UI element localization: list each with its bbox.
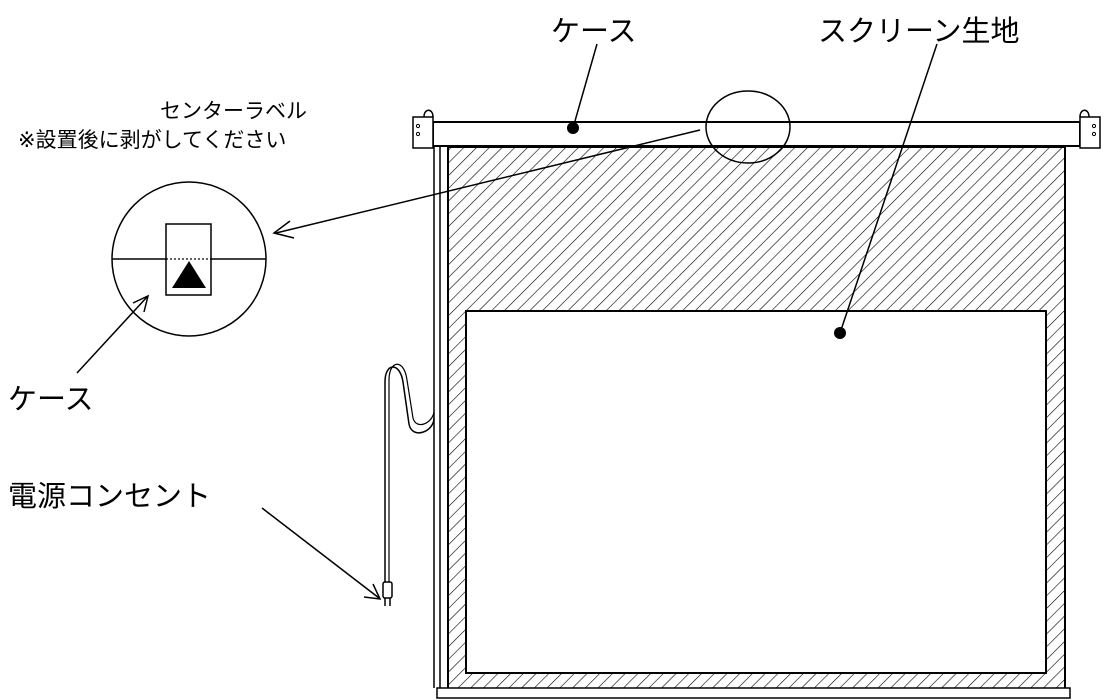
case-right-hook [1079,109,1090,118]
bracket-hole [1091,131,1097,137]
bracket-hole [415,123,421,129]
bracket-hole [1091,123,1097,129]
outlet-arrow [261,507,382,600]
bracket-hole [415,131,421,137]
center-label-title: センターラベル [160,99,307,123]
center-label-highlight [705,90,791,164]
detail-arrow [272,129,701,239]
case-right-bracket [1079,116,1101,149]
screen-fabric [447,146,1066,690]
screen-fabric-label: スクリーン生地 [818,14,1020,48]
power-cord-inner [388,363,435,582]
case-detail-label: ケース [8,382,94,416]
case-left-bracket [412,116,434,149]
case [412,109,1101,149]
screen-viewing-area [465,310,1047,674]
case-body [432,121,1081,147]
power-outlet-label: 電源コンセント [8,479,212,513]
triangle-mark-icon [172,261,206,288]
fabric-leader-line [839,43,938,334]
case-left-hook [423,109,434,118]
plug-icon [382,581,393,606]
case-detail-arrow [76,294,150,374]
bottom-bar [436,687,1071,699]
power-cord [384,366,435,582]
center-label-note: ※設置後に剥がしてください [18,128,287,152]
case-label: ケース [551,14,637,48]
center-label-detail [111,181,267,337]
case-leader-line [572,43,598,129]
